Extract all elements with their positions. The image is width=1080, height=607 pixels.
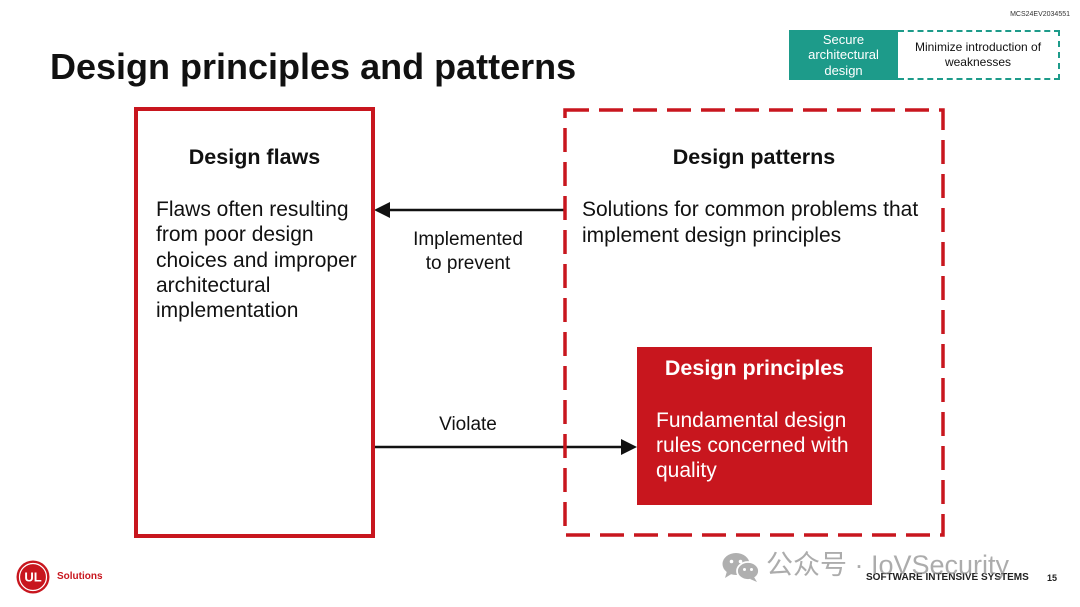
violate-label: Violate [439, 414, 497, 435]
design-principles-description: Fundamental design rules concerned with … [656, 408, 849, 483]
document-code: MCS24EV2034551 [1010, 11, 1070, 18]
description-line: rules concerned with [656, 434, 849, 457]
description-line: Fundamental design [656, 409, 847, 432]
design-flaws-description: Flaws often resulting from poor design c… [156, 197, 357, 323]
implemented-to-prevent-label: Implemented to prevent [373, 228, 563, 276]
arrowhead-left-icon [374, 202, 390, 218]
badge-primary-line: Secure [822, 31, 865, 47]
description-line: implementation [156, 299, 299, 322]
design-principles-box: Design principles Fundamental design rul… [637, 347, 872, 505]
section-name: SOFTWARE INTENSIVE SYSTEMS [866, 572, 1029, 583]
design-flaws-box: Design flaws Flaws often resulting from … [134, 107, 375, 538]
page-number: 15 [1047, 573, 1058, 583]
badge-secondary-line: weaknesses [944, 55, 1012, 69]
logo-text: UL [24, 570, 41, 585]
page-title: Design principles and patterns [50, 46, 577, 87]
dashed-border-rect [563, 108, 945, 537]
badge-secondary-goal: Minimize introduction of weaknesses [898, 30, 1060, 80]
badge-secondary-line: Minimize introduction of [914, 40, 1042, 54]
arrow-implemented-to-prevent [374, 202, 565, 218]
description-line: Solutions for common problems that [582, 198, 919, 221]
design-principles-heading: Design principles [664, 356, 845, 380]
logo-ring [18, 562, 48, 592]
arrowhead-right-icon [621, 439, 637, 455]
dashed-border [563, 108, 945, 537]
badge-primary-line: design [824, 62, 863, 78]
label-line: Implemented [413, 229, 523, 250]
logo-circle [16, 560, 50, 594]
design-patterns-heading: Design patterns [672, 145, 836, 169]
design-patterns-box: Design patterns Solutions for common pro… [563, 108, 945, 537]
design-flaws-heading: Design flaws [188, 145, 321, 169]
ul-logo: UL [16, 560, 50, 594]
description-line: from poor design [156, 223, 314, 247]
description-line: choices and improper [156, 248, 357, 272]
wechat-icon [722, 553, 760, 582]
description-line: architectural [156, 273, 271, 297]
description-line: quality [656, 459, 717, 482]
badge-primary-topic: Secure architectural design [789, 30, 898, 80]
badge-primary-line: architectural [808, 47, 879, 63]
brand-name: Solutions [57, 571, 103, 582]
label-line: to prevent [425, 253, 511, 274]
design-patterns-description: Solutions for common problems that imple… [582, 197, 918, 248]
description-line: Flaws often resulting [156, 198, 349, 221]
description-line: implement design principles [582, 223, 842, 247]
arrow-violate [375, 439, 637, 455]
watermark-text: 公众号 · IoVSecurity [766, 550, 1010, 580]
